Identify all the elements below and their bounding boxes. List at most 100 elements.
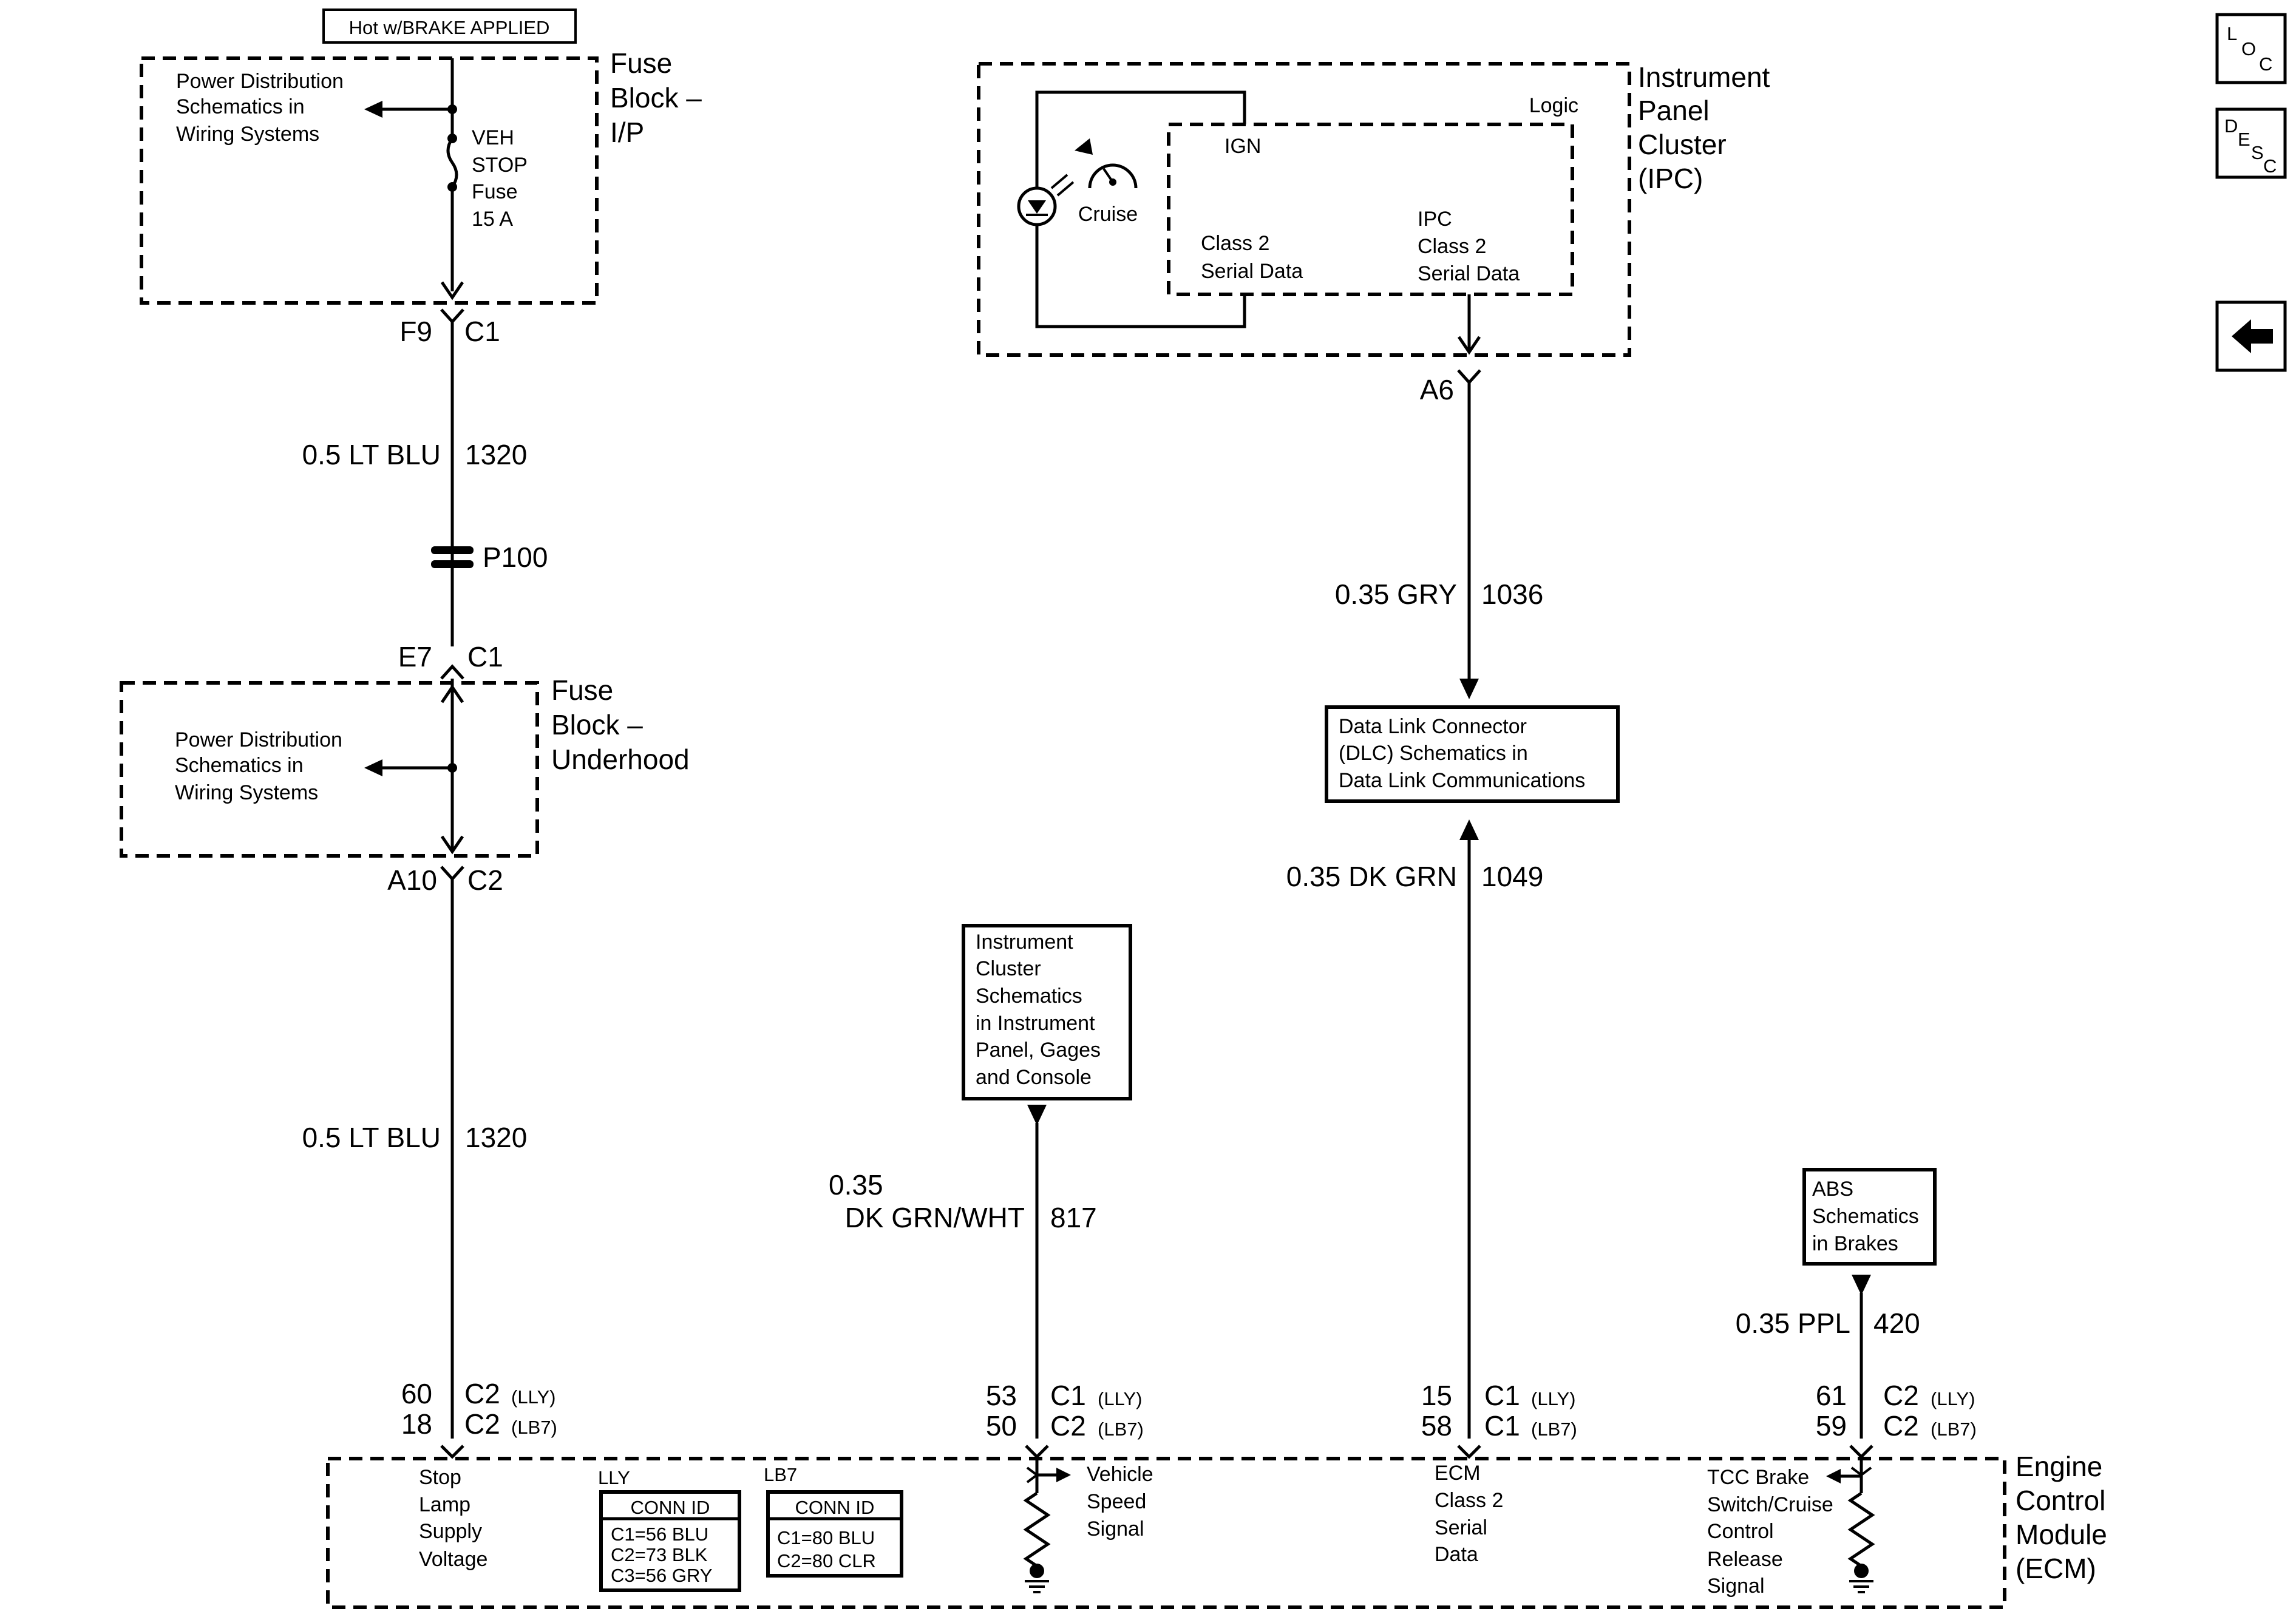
ecm-title-4: (ECM) [2016, 1553, 2096, 1584]
back-arrow-icon [2232, 319, 2273, 353]
ipc-class2-1: Class 2 [1201, 232, 1269, 255]
ecm-vss-3: Signal [1087, 1517, 1144, 1541]
arrow-up-icon [440, 684, 464, 703]
ecm-tcc-2: Switch/Cruise [1707, 1493, 1833, 1516]
conn-vss-lly: C1 [1050, 1380, 1086, 1411]
wire-1036-color: 0.35 GRY [1335, 578, 1457, 610]
dlc-reference-box[interactable] [1325, 705, 1620, 803]
ecm-title-2: Control [2016, 1485, 2105, 1516]
veh-stop-fuse-icon [446, 137, 458, 188]
back-button[interactable] [2215, 300, 2287, 372]
ecm-stop-lamp-3: Supply [419, 1520, 482, 1543]
conn-tcc-lb7: C2 [1883, 1410, 1919, 1442]
tag-stop-lb7: (LB7) [511, 1417, 557, 1438]
ipc-class2-ipc-3: Serial Data [1418, 262, 1520, 285]
loc-l: L [2227, 23, 2237, 44]
desc-button[interactable]: D E S C [2215, 107, 2287, 179]
lly-conn-id-table [599, 1490, 741, 1592]
conn-stop-lly: C2 [464, 1378, 500, 1409]
ecm-class2-1: ECM [1435, 1462, 1481, 1485]
fuse-uh-pd-ref-3: Wiring Systems [175, 781, 318, 804]
hot-label: Hot w/BRAKE APPLIED [349, 17, 550, 38]
pin-58: 58 [1421, 1410, 1452, 1442]
tag-vss-lly: (LLY) [1098, 1388, 1143, 1409]
conn-stop-lb7: C2 [464, 1408, 500, 1440]
fuse-block-ip-title-2: Block – [610, 82, 702, 114]
ecm-module [326, 1457, 2006, 1609]
fuse-block-underhood [120, 681, 539, 858]
wire-420-circuit: 420 [1873, 1307, 1920, 1339]
tcc-pulldown-resistor-icon [1847, 1457, 1875, 1593]
pin-a10: A10 [387, 864, 437, 896]
lb7-conn-1: C1=80 BLU [777, 1527, 875, 1548]
ipc-title-1: Instrument [1638, 61, 1770, 93]
ecm-tcc-1: TCC Brake [1707, 1466, 1809, 1489]
tag-stop-lly: (LLY) [511, 1386, 556, 1408]
pin-59: 59 [1816, 1410, 1847, 1442]
wire-817-color-2: DK GRN/WHT [845, 1202, 1025, 1233]
connector-icon [440, 664, 464, 680]
pin-e7: E7 [398, 641, 432, 673]
ecm-stop-lamp-1: Stop [419, 1466, 461, 1489]
arrow-left-icon [1826, 1469, 1841, 1483]
abs-ref-1: ABS [1812, 1178, 1853, 1201]
wire-817-color-1: 0.35 [829, 1169, 883, 1201]
led-icon [1028, 200, 1046, 214]
ipc-class2-ipc-1: IPC [1418, 208, 1452, 231]
lb7-conn-id-title: CONN ID [795, 1497, 875, 1518]
arrow-down-icon [1852, 1275, 1871, 1295]
instrument-cluster-reference-box[interactable] [962, 924, 1132, 1100]
lly-conn-1: C1=56 BLU [611, 1524, 708, 1545]
arrow-left-icon [364, 759, 382, 776]
pin-53: 53 [986, 1380, 1017, 1411]
ic-ref-1: Instrument [976, 931, 1073, 954]
loc-button[interactable]: L O C [2215, 13, 2287, 84]
arrow-down-icon [1459, 679, 1479, 699]
ic-ref-6: and Console [976, 1066, 1092, 1089]
desc-e: E [2238, 129, 2250, 150]
ecm-title-1: Engine [2016, 1451, 2102, 1482]
pin-60: 60 [401, 1378, 432, 1409]
lly-conn-2: C2=73 BLK [611, 1544, 708, 1565]
veh-stop-fuse-label-1: VEH [472, 126, 514, 149]
fuse-block-underhood-title-1: Fuse [551, 674, 613, 706]
conn-class2-lly: C1 [1484, 1380, 1520, 1411]
ipc-ign-label: IGN [1224, 135, 1261, 158]
arrow-down-icon [440, 281, 464, 300]
ecm-class2-2: Class 2 [1435, 1489, 1503, 1512]
wire-1320-upper-color: 0.5 LT BLU [302, 439, 441, 470]
pin-18: 18 [401, 1408, 432, 1440]
ipc-module [977, 62, 1631, 357]
hot-label-box [322, 8, 577, 44]
wire-1036-circuit: 1036 [1481, 578, 1543, 610]
ic-ref-3: Schematics [976, 985, 1082, 1008]
arrow-down-icon [1457, 336, 1481, 355]
pin-a6: A6 [1420, 374, 1454, 405]
desc-s: S [2251, 142, 2264, 163]
conn-tcc-lly: C2 [1883, 1380, 1919, 1411]
lb7-conn-2: C2=80 CLR [777, 1550, 876, 1571]
fuse-block-ip-title-3: I/P [610, 117, 644, 148]
ecm-lb7-label: LB7 [764, 1464, 797, 1485]
ecm-tcc-4: Release [1707, 1548, 1783, 1571]
ipc-logic-label: Logic [1529, 94, 1578, 117]
connector-icon [1025, 1445, 1049, 1459]
lly-conn-3: C3=56 GRY [611, 1565, 712, 1586]
wire-1049-color: 0.35 DK GRN [1286, 861, 1457, 892]
cruise-label: Cruise [1078, 203, 1138, 226]
veh-stop-fuse-label-2: STOP [472, 154, 528, 177]
tag-tcc-lb7: (LB7) [1931, 1419, 1977, 1440]
ecm-class2-4: Data [1435, 1543, 1478, 1566]
arrow-right-icon [1056, 1468, 1071, 1482]
wire-817-circuit: 817 [1050, 1202, 1097, 1233]
cruise-lamp-icon [1017, 186, 1057, 226]
tag-class2-lb7: (LB7) [1531, 1419, 1577, 1440]
ipc-class2-2: Serial Data [1201, 260, 1303, 283]
abs-reference-box[interactable] [1802, 1168, 1937, 1266]
ecm-vss-1: Vehicle [1087, 1463, 1153, 1486]
fuse-ip-pd-ref-1: Power Distribution [176, 70, 344, 93]
lly-conn-id-title: CONN ID [631, 1497, 710, 1518]
arrow-up-icon [1459, 819, 1479, 840]
fuse-block-ip [140, 56, 599, 305]
